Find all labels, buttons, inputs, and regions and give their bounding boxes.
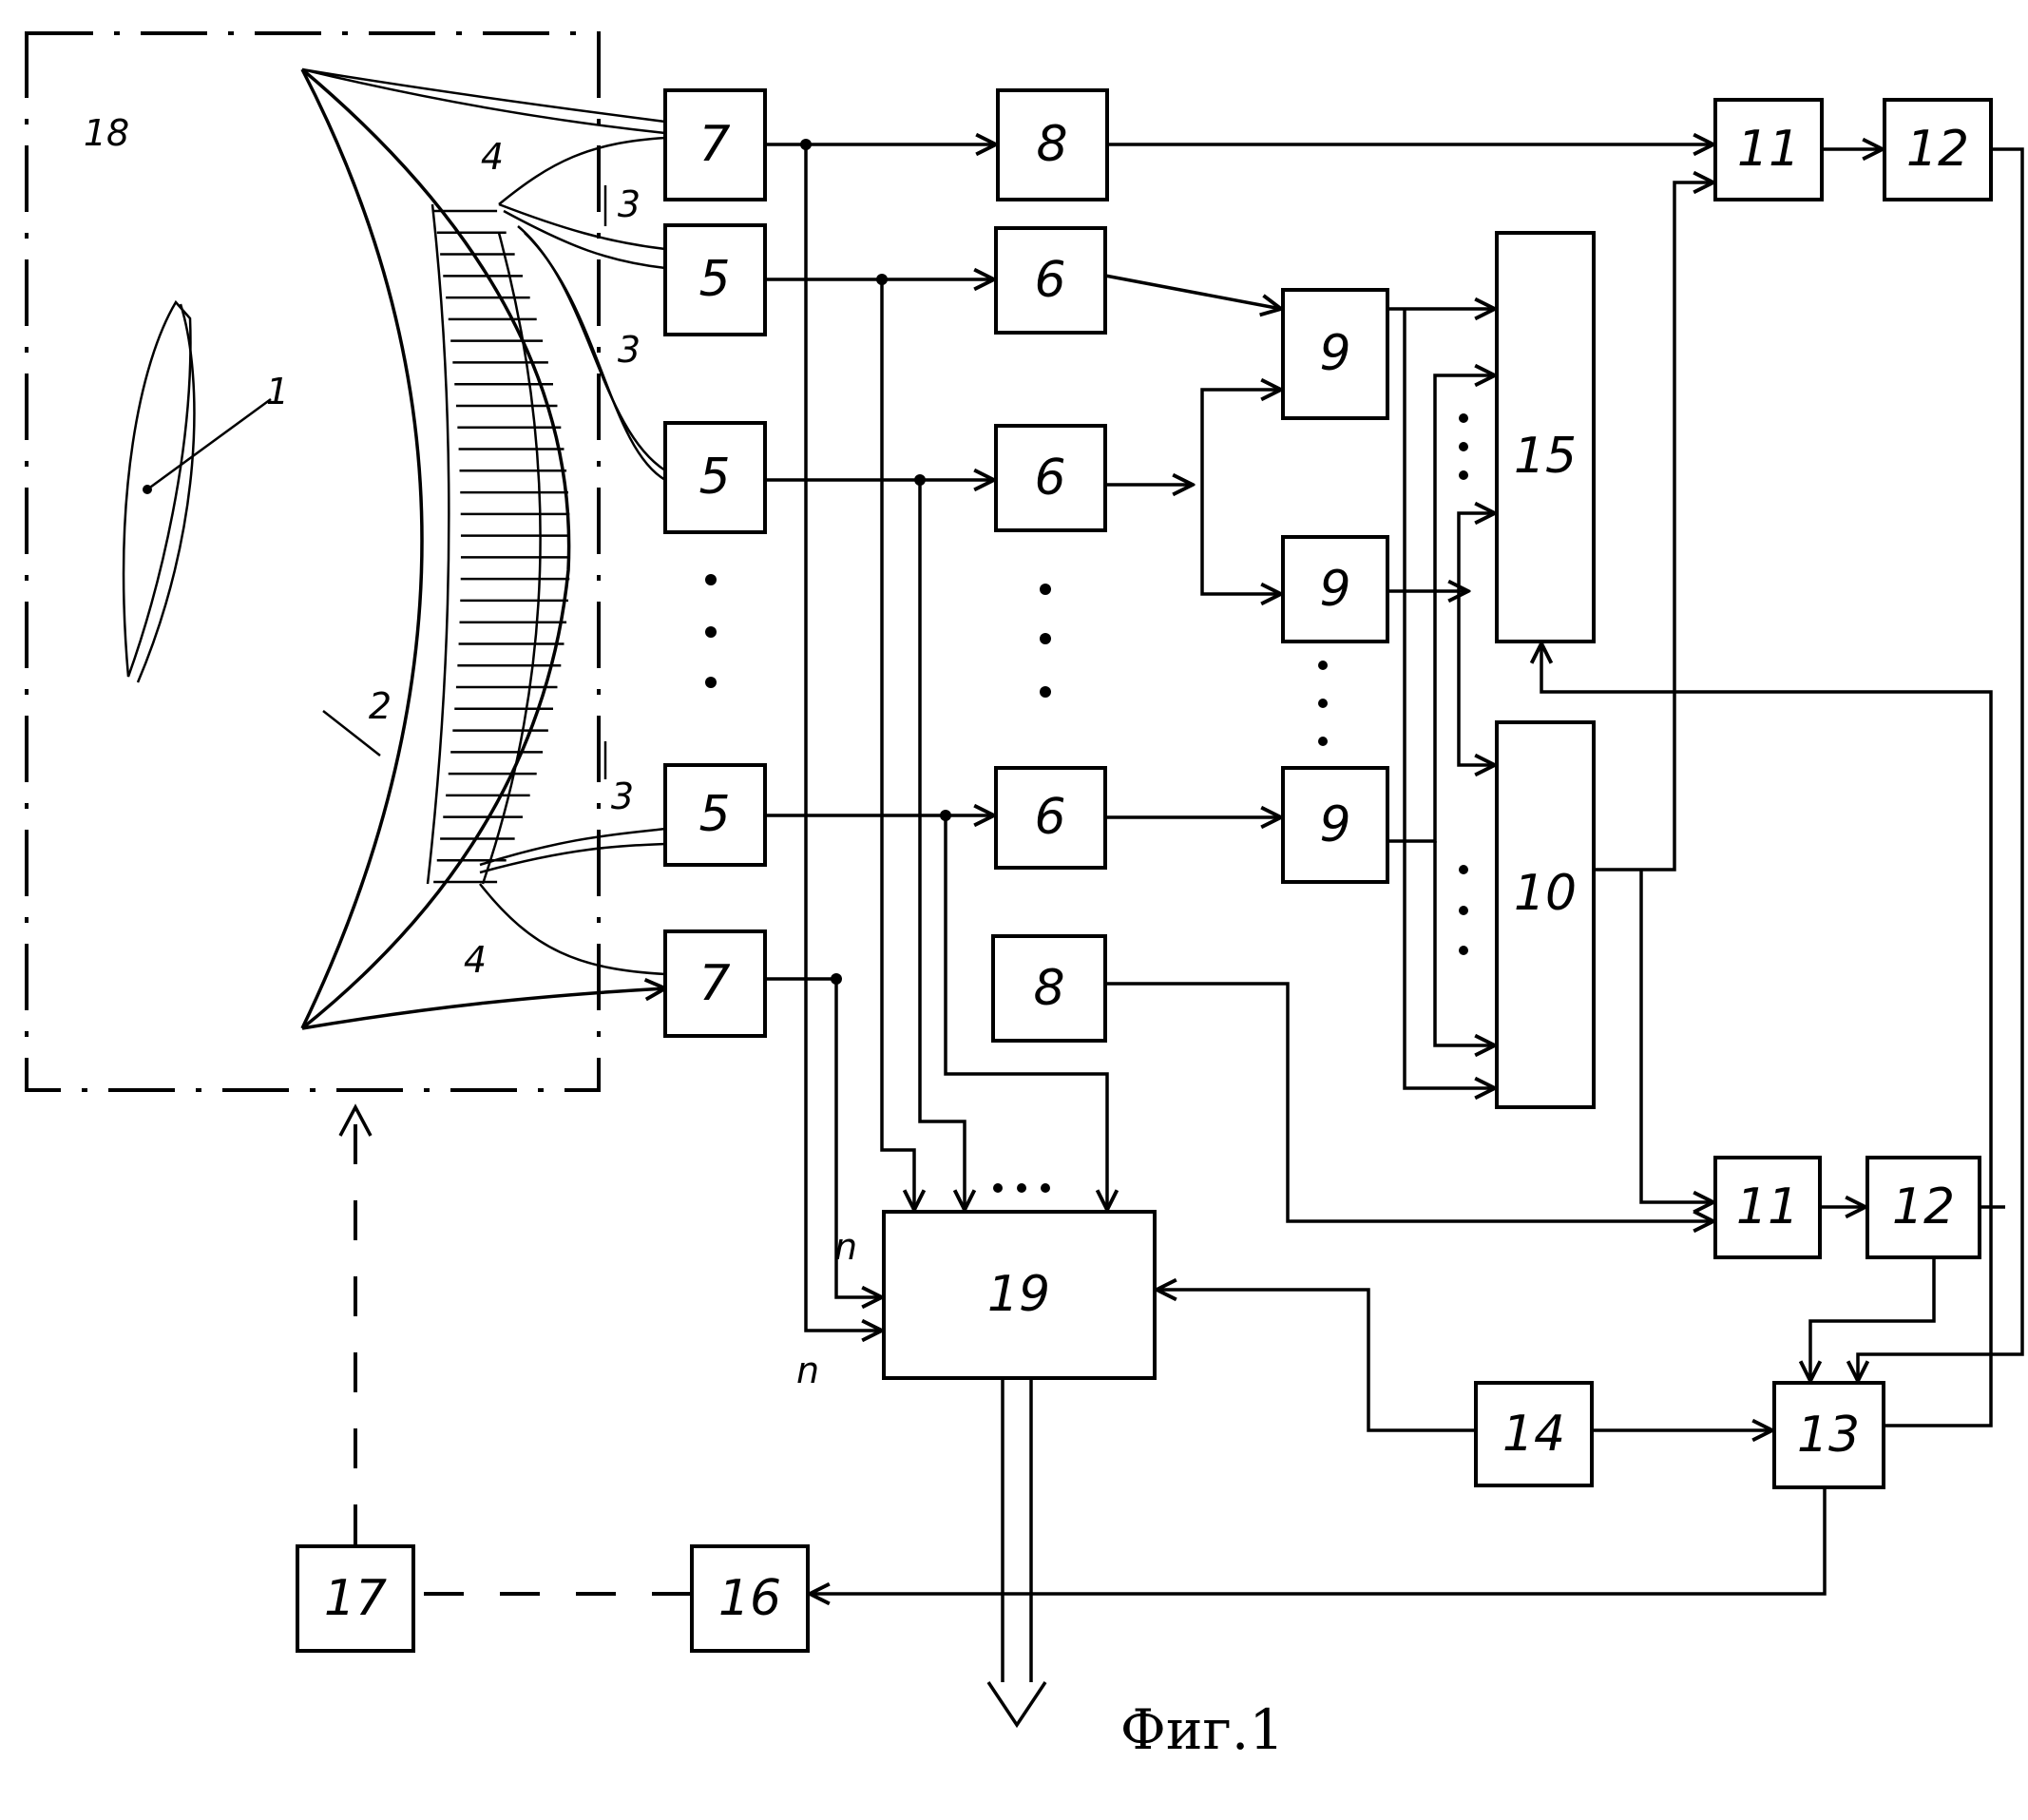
ref-18: 18 <box>84 112 129 154</box>
ref-n-a: n <box>834 1226 857 1268</box>
block-8-top-label: 8 <box>1036 116 1067 173</box>
ref-1: 1 <box>266 371 289 412</box>
block-17-label: 17 <box>324 1570 387 1627</box>
block-6-c-label: 6 <box>1034 789 1065 846</box>
fiber-bundles <box>302 69 665 1028</box>
block-6-b-label: 6 <box>1034 450 1065 507</box>
block-5-b-label: 5 <box>698 449 730 506</box>
block-11-top-label: 11 <box>1737 121 1800 178</box>
block-7-bot-label: 7 <box>698 955 730 1012</box>
block-10-label: 10 <box>1514 865 1577 922</box>
block-9-b-label: 9 <box>1319 561 1350 618</box>
ref-3-a: 3 <box>618 183 641 225</box>
ref-4-top: 4 <box>481 136 504 178</box>
ref-3-b: 3 <box>618 329 641 371</box>
block-16-label: 16 <box>718 1570 781 1627</box>
block-9-c-label: 9 <box>1319 796 1350 853</box>
curved-detector-2 <box>302 69 570 1028</box>
block-12-top-label: 12 <box>1906 121 1969 178</box>
ref-n-b: n <box>796 1350 819 1391</box>
block-14-label: 14 <box>1502 1406 1565 1463</box>
figure-caption: Фиг.1 <box>1120 1697 1285 1762</box>
block-12-bot-label: 12 <box>1892 1178 1955 1236</box>
block-19-label: 19 <box>987 1266 1050 1323</box>
block-11-bot-label: 11 <box>1736 1178 1799 1236</box>
ref-2: 2 <box>369 685 392 727</box>
block-13-label: 13 <box>1797 1407 1860 1464</box>
ref-4-bot: 4 <box>464 939 487 981</box>
block-9-a-label: 9 <box>1319 325 1350 382</box>
block-5-c-label: 5 <box>698 786 730 843</box>
block-5-a-label: 5 <box>698 251 730 308</box>
block-15-label: 15 <box>1514 428 1577 485</box>
block-7-top-label: 7 <box>698 116 730 173</box>
lens-1 <box>124 302 271 682</box>
frame-18 <box>27 33 599 1090</box>
ref-3-c: 3 <box>611 776 634 817</box>
block-6-a-label: 6 <box>1034 252 1065 309</box>
block-8-bot-label: 8 <box>1033 960 1064 1017</box>
